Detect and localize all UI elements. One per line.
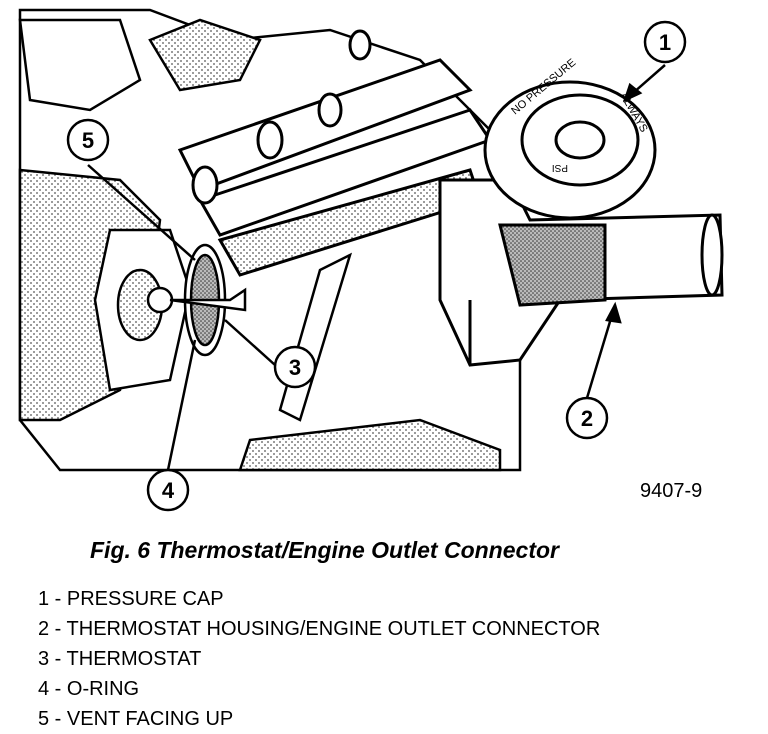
legend-item: 1 - PRESSURE CAP: [38, 588, 224, 610]
coolant-tubes: [177, 29, 493, 277]
svg-text:3: 3: [289, 355, 301, 380]
legend-list: 1 - PRESSURE CAP 2 - THERMOSTAT HOUSING/…: [38, 584, 600, 734]
legend-item: 2 - THERMOSTAT HOUSING/ENGINE OUTLET CON…: [38, 618, 601, 640]
svg-text:2: 2: [581, 406, 593, 431]
callout-2: 2: [565, 396, 609, 440]
legend-item: 3 - THERMOSTAT: [38, 648, 202, 670]
svg-text:5: 5: [82, 128, 94, 153]
pressure-cap: NO PRESSURE PSI ALWAYS: [483, 57, 657, 220]
callout-1: 1: [643, 20, 687, 64]
legend-item: 4 - O-RING: [38, 678, 140, 700]
legend-item: 5 - VENT FACING UP: [38, 708, 234, 730]
callout-4: 4: [146, 468, 190, 512]
figure-id: 9407-9: [640, 480, 703, 502]
svg-text:4: 4: [162, 478, 175, 503]
callout-5: 5: [66, 118, 110, 162]
callout-3: 3: [273, 345, 317, 389]
svg-text:1: 1: [659, 30, 671, 55]
figure-caption: Fig. 6 Thermostat/Engine Outlet Connecto…: [90, 537, 559, 563]
thermostat-diagram: NO PRESSURE PSI ALWAYS 1 2 3 4: [18, 8, 724, 512]
cap-text-psi: PSI: [552, 162, 568, 173]
leader-lines: [87, 64, 666, 471]
